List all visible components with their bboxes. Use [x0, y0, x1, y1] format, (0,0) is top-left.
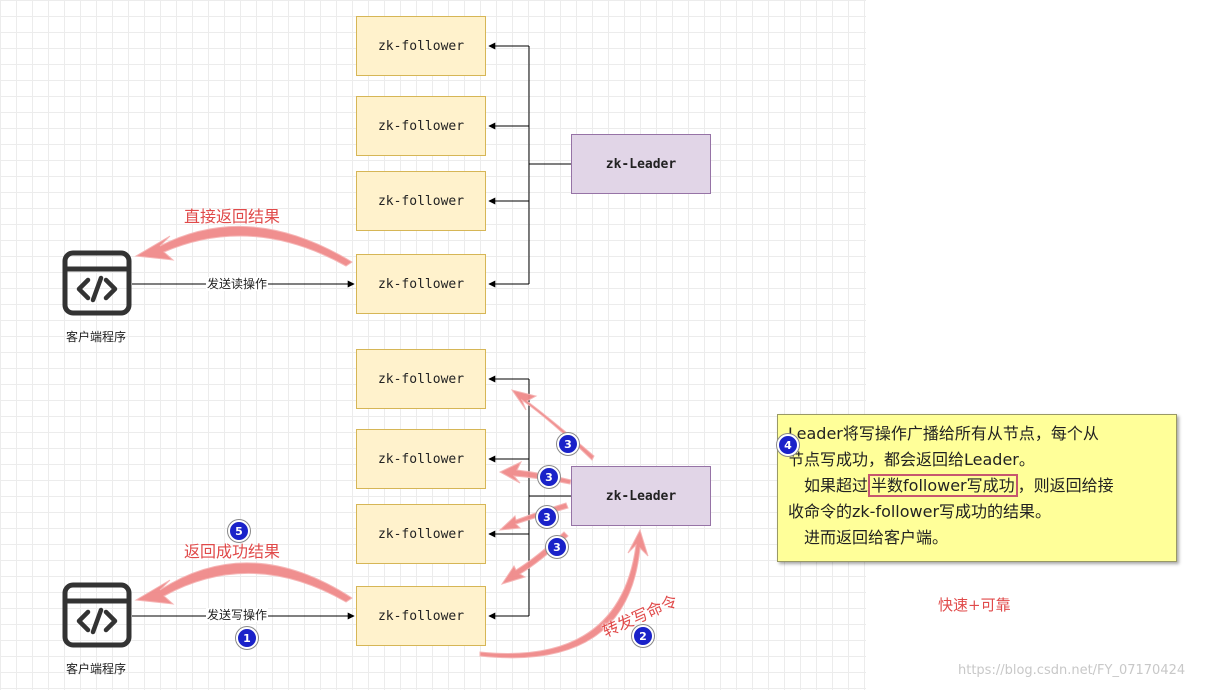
bottom-return-label: 返回成功结果 — [184, 542, 281, 561]
note-line-3: 如果超过半数follower写成功，则返回给接 — [788, 473, 1166, 499]
note-line-4: 收命令的zk-follower写成功的结果。 — [788, 502, 1052, 521]
step-5-badge: 5 — [228, 520, 250, 542]
note-line-1: Leader将写操作广播给所有从节点，每个从 — [788, 424, 1099, 443]
note-line-3-post: ，则返回给接 — [1017, 476, 1114, 495]
top-return-arrow — [134, 225, 353, 267]
broadcast-arrow-2 — [498, 460, 572, 485]
watermark: https://blog.csdn.net/FY_07170424 — [958, 663, 1186, 678]
bottom-follower-3[interactable]: zk-follower — [356, 504, 486, 564]
step-3-badge-b: 3 — [538, 466, 560, 488]
top-leader[interactable]: zk-Leader — [571, 134, 711, 194]
note-highlight: 半数follower写成功 — [868, 474, 1018, 497]
note-line-5: 进而返回给客户端。 — [788, 528, 949, 547]
bottom-follower-1[interactable]: zk-follower — [356, 349, 486, 409]
bottom-follower-4[interactable]: zk-follower — [356, 586, 486, 646]
top-follower-2[interactable]: zk-follower — [356, 96, 486, 156]
top-client-code-icon[interactable] — [62, 250, 132, 316]
top-leader-edges — [488, 42, 571, 288]
step-4-badge: 4 — [777, 434, 799, 456]
top-follower-3[interactable]: zk-follower — [356, 171, 486, 231]
bottom-follower-2[interactable]: zk-follower — [356, 429, 486, 489]
bottom-return-arrow — [134, 562, 353, 605]
step-3-badge-a: 3 — [557, 433, 579, 455]
tagline: 快速+可靠 — [938, 596, 1011, 614]
explanation-note: Leader将写操作广播给所有从节点，每个从 节点写成功，都会返回给Leader… — [777, 414, 1177, 562]
top-return-label: 直接返回结果 — [184, 207, 281, 226]
step-2-badge: 2 — [632, 625, 654, 647]
top-follower-1[interactable]: zk-follower — [356, 16, 486, 76]
bottom-request-label: 发送写操作 — [206, 608, 269, 622]
broadcast-arrow-1 — [510, 389, 595, 461]
top-request-label: 发送读操作 — [206, 277, 269, 291]
bottom-leader-edges — [488, 375, 571, 620]
top-follower-4[interactable]: zk-follower — [356, 254, 486, 314]
note-line-3-pre: 如果超过 — [788, 476, 869, 495]
bottom-leader[interactable]: zk-Leader — [571, 466, 711, 526]
top-client-label: 客户端程序 — [65, 330, 126, 344]
note-line-2: 节点写成功，都会返回给Leader。 — [788, 450, 1035, 469]
step-3-badge-c: 3 — [536, 506, 558, 528]
bottom-client-code-icon[interactable] — [62, 582, 132, 648]
bottom-client-label: 客户端程序 — [65, 662, 126, 676]
step-1-badge: 1 — [236, 627, 258, 649]
step-3-badge-d: 3 — [546, 536, 568, 558]
forward-arrow — [479, 528, 649, 659]
